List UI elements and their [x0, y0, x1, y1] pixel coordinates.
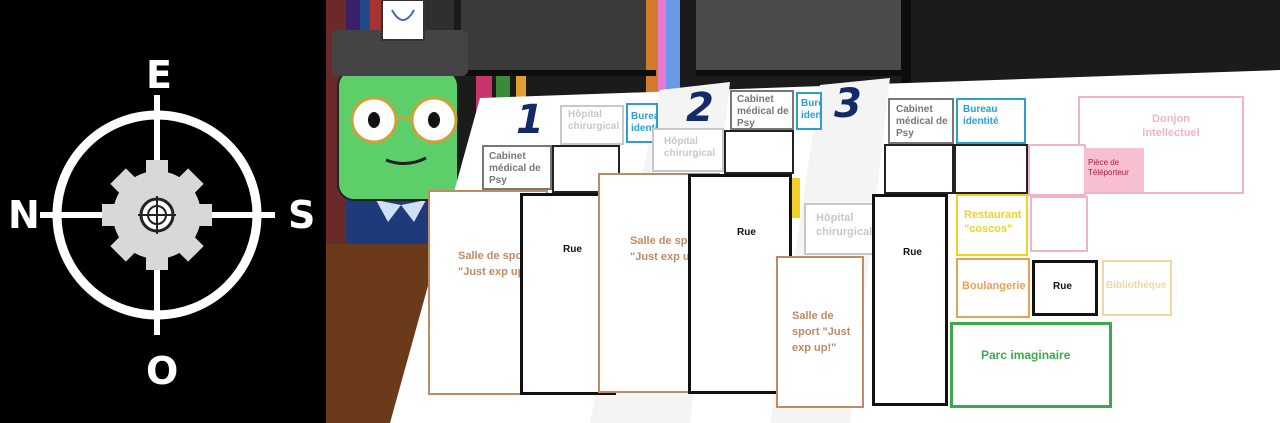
hospital-cell: Hôpital chirurgical — [652, 128, 724, 172]
compass-panel: E O N S — [0, 0, 326, 423]
compass-rose-icon — [40, 95, 275, 335]
psy-cell: Cabinet médical de Psy — [888, 98, 954, 144]
bakery-cell: Boulangerie — [956, 258, 1030, 318]
street2-cell: Rue — [1032, 260, 1098, 316]
sheet-number-3: 3 — [834, 81, 862, 127]
compass-north-label: N — [8, 193, 40, 237]
street-cell-top — [724, 130, 794, 174]
restaurant-edge — [792, 178, 800, 218]
street-cell-top2 — [954, 144, 1028, 194]
bureau-cell: Bureau identité — [956, 98, 1026, 144]
hospital-cell: Hôpital chirurgical — [804, 203, 880, 255]
gym-cell: Salle de sport "Just exp up!" — [776, 256, 864, 408]
street-cell-top — [884, 144, 954, 194]
park-cell: Parc imaginaire — [950, 322, 1112, 408]
hospital-cell: Hôpital chirurgical — [560, 105, 624, 145]
psy-cell: Cabinet médical de Psy — [482, 145, 552, 190]
compass-east-label: E — [146, 53, 172, 97]
street-cell-top — [552, 145, 620, 193]
street-cell: Rue — [872, 194, 948, 406]
library-cell: Bibliothèque — [1102, 260, 1172, 316]
psy-cell: Cabinet médical de Psy — [730, 90, 794, 130]
street-cell: Rue — [688, 174, 792, 394]
sheet-number-1: 1 — [516, 97, 544, 143]
map-sheets: 1 Hôpital chirurgical Bureau identité Ca… — [390, 70, 1280, 423]
restaurant-cell: Restaurant "coscos" — [956, 194, 1028, 256]
donjon-lower-cell — [1030, 196, 1088, 252]
compass-west-label: O — [146, 349, 179, 393]
compass-south-label: S — [288, 193, 316, 237]
sheet-number-2: 2 — [686, 85, 714, 131]
teleport-cell: Pièce de Téléporteur — [1084, 148, 1144, 192]
bureau-cell: Bureau identité — [796, 92, 822, 130]
donjon-left-cell — [1028, 144, 1086, 196]
